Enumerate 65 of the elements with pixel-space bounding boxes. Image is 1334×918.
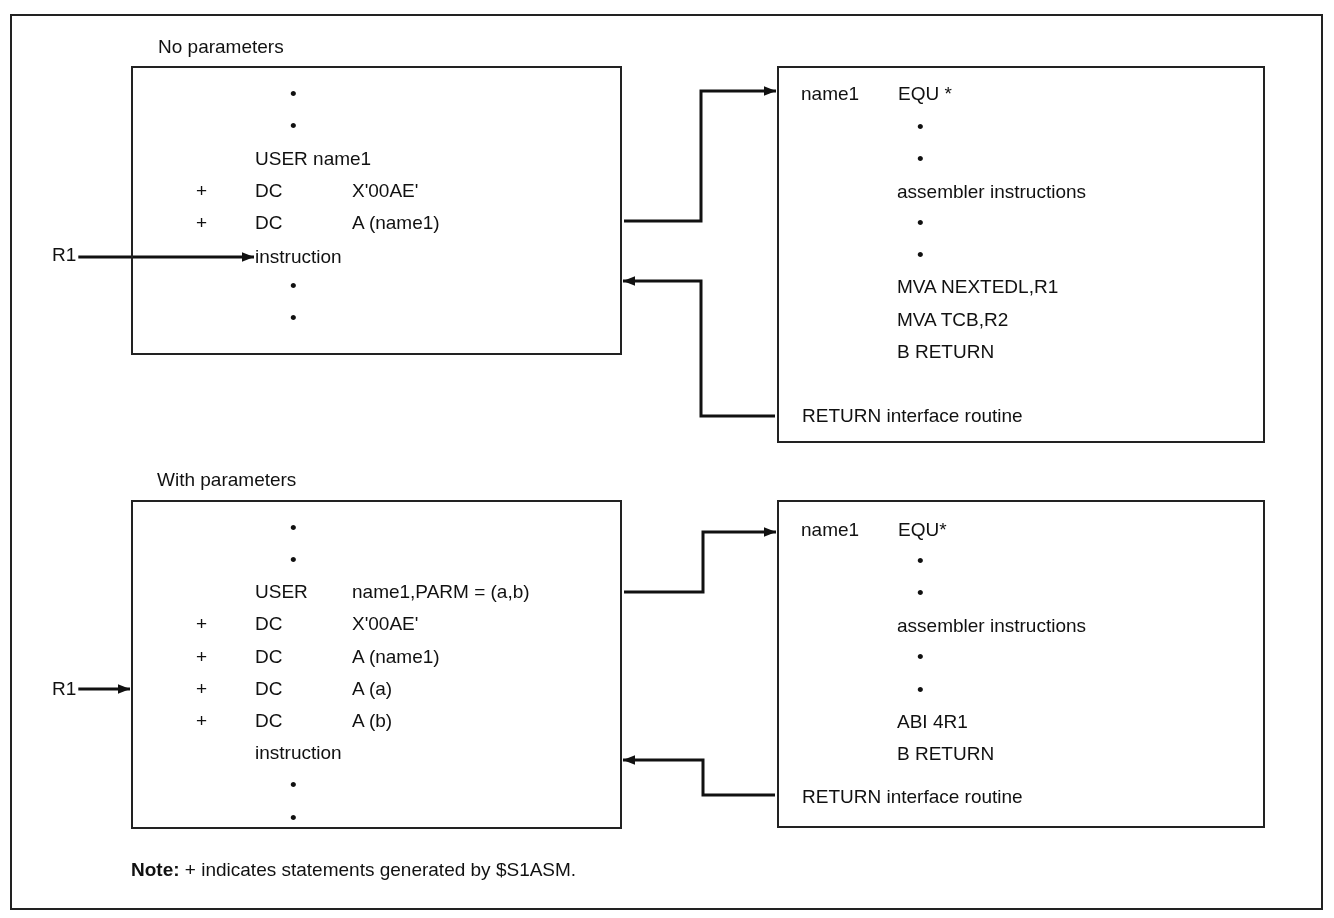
- ellipsis-dot: •: [290, 807, 297, 829]
- box-heading: No parameters: [158, 36, 284, 58]
- ellipsis-dot: •: [290, 549, 297, 571]
- code-text: MVA TCB,R2: [897, 309, 1009, 331]
- ellipsis-dot: •: [290, 275, 297, 297]
- code-text: DC: [255, 212, 283, 234]
- code-text: name1: [801, 83, 860, 105]
- code-text: MVA NEXTEDL,R1: [897, 276, 1059, 298]
- code-text: DC: [255, 678, 283, 700]
- ellipsis-dot: •: [917, 582, 924, 604]
- ellipsis-dot: •: [917, 244, 924, 266]
- code-text: USER name1: [255, 148, 372, 170]
- arrow: [623, 276, 775, 418]
- ellipsis-dot: •: [290, 83, 297, 105]
- code-text: +: [196, 646, 208, 668]
- code-text: RETURN interface routine: [802, 786, 1023, 808]
- note-text: Note: + indicates statements generated by $S1ASM.: [131, 859, 577, 881]
- code-text: DC: [255, 180, 283, 202]
- ellipsis-dot: •: [290, 774, 297, 796]
- ellipsis-dot: •: [917, 550, 924, 572]
- ellipsis-dot: •: [290, 307, 297, 329]
- code-text: instruction: [255, 742, 342, 764]
- code-text: +: [196, 678, 208, 700]
- ellipsis-dot: •: [917, 148, 924, 170]
- code-text: USER: [255, 581, 308, 603]
- ellipsis-dot: •: [917, 116, 924, 138]
- ellipsis-dot: •: [290, 517, 297, 539]
- code-text: EQU *: [898, 83, 952, 105]
- code-text: RETURN interface routine: [802, 405, 1023, 427]
- ellipsis-dot: •: [917, 646, 924, 668]
- arrow: [624, 527, 776, 594]
- code-text: ABI 4R1: [897, 711, 968, 733]
- code-text: A (name1): [352, 212, 440, 234]
- ellipsis-dot: •: [290, 115, 297, 137]
- ellipsis-dot: •: [917, 679, 924, 701]
- code-text: B RETURN: [897, 341, 995, 363]
- code-text: +: [196, 212, 208, 234]
- routine-box: [777, 66, 1265, 443]
- routine-box: [777, 500, 1265, 828]
- box-heading: With parameters: [157, 469, 297, 491]
- code-text: A (name1): [352, 646, 440, 668]
- code-text: X'00AE': [352, 180, 419, 202]
- code-text: name1,PARM = (a,b): [352, 581, 530, 603]
- code-text: A (a): [352, 678, 393, 700]
- code-text: assembler instructions: [897, 615, 1087, 637]
- arrow: [78, 684, 130, 694]
- code-text: name1: [801, 519, 860, 541]
- code-text: DC: [255, 646, 283, 668]
- code-text: DC: [255, 613, 283, 635]
- code-text: assembler instructions: [897, 181, 1087, 203]
- code-text: A (b): [352, 710, 393, 732]
- arrow: [623, 755, 775, 797]
- code-line: instruction: [255, 246, 342, 268]
- code-text: EQU*: [898, 519, 947, 541]
- register-label: R1: [52, 678, 77, 700]
- code-text: +: [196, 710, 208, 732]
- code-text: +: [196, 613, 208, 635]
- register-label: R1: [52, 244, 77, 266]
- code-text: DC: [255, 710, 283, 732]
- arrow: [78, 252, 254, 262]
- arrow: [624, 86, 776, 223]
- code-text: B RETURN: [897, 743, 995, 765]
- ellipsis-dot: •: [917, 212, 924, 234]
- code-text: X'00AE': [352, 613, 419, 635]
- code-text: +: [196, 180, 208, 202]
